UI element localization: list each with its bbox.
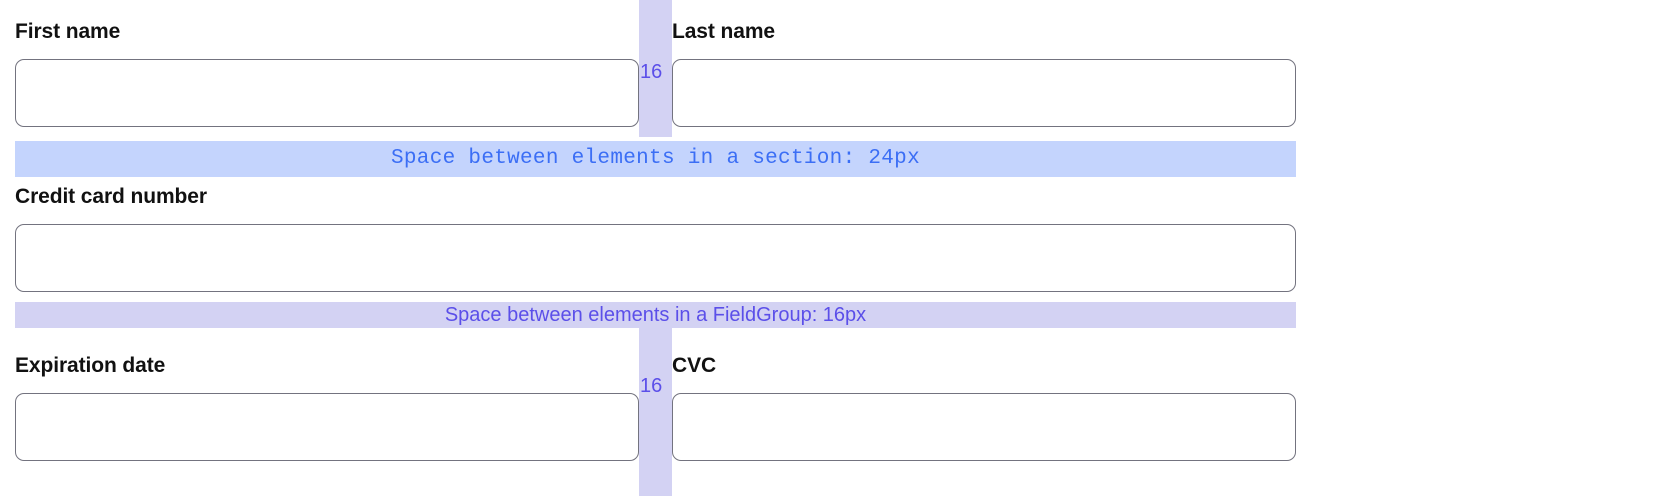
label-first-name: First name (15, 20, 121, 43)
input-expiration-date[interactable] (15, 393, 639, 461)
annotation-text-fieldgroup-spacing: Space between elements in a FieldGroup: … (444, 304, 867, 326)
form-content: First name 16 Last name Credit card numb… (15, 0, 1296, 496)
annotation-band-section-spacing: Space between elements in a section: 24p… (15, 141, 1296, 177)
row-credit-card: Credit card number (15, 178, 1296, 300)
input-credit-card-number[interactable] (15, 224, 1296, 292)
field-first-name: First name (15, 0, 639, 137)
field-credit-card-number: Credit card number (15, 178, 1296, 300)
label-expiration-date: Expiration date (15, 354, 166, 377)
field-cvc: CVC (672, 328, 1296, 496)
row-expiration-cvc: Expiration date 16 CVC (15, 328, 1296, 496)
gap-label-expcvc-row: 16 (640, 375, 663, 397)
field-last-name: Last name (672, 0, 1296, 137)
annotation-band-fieldgroup-spacing: Space between elements in a FieldGroup: … (15, 302, 1296, 328)
annotation-text-section-spacing: Space between elements in a section: 24p… (391, 147, 920, 170)
gap-label-name-row: 16 (640, 61, 663, 83)
gap-column-expcvc-row: 16 (639, 328, 672, 496)
row-name-fields: First name 16 Last name (15, 0, 1296, 137)
label-credit-card-number: Credit card number (15, 185, 207, 208)
input-first-name[interactable] (15, 59, 639, 127)
field-expiration-date: Expiration date (15, 328, 639, 496)
input-last-name[interactable] (672, 59, 1296, 127)
label-cvc: CVC (672, 354, 717, 377)
gap-column-name-row: 16 (639, 0, 672, 137)
label-last-name: Last name (672, 20, 775, 43)
input-cvc[interactable] (672, 393, 1296, 461)
